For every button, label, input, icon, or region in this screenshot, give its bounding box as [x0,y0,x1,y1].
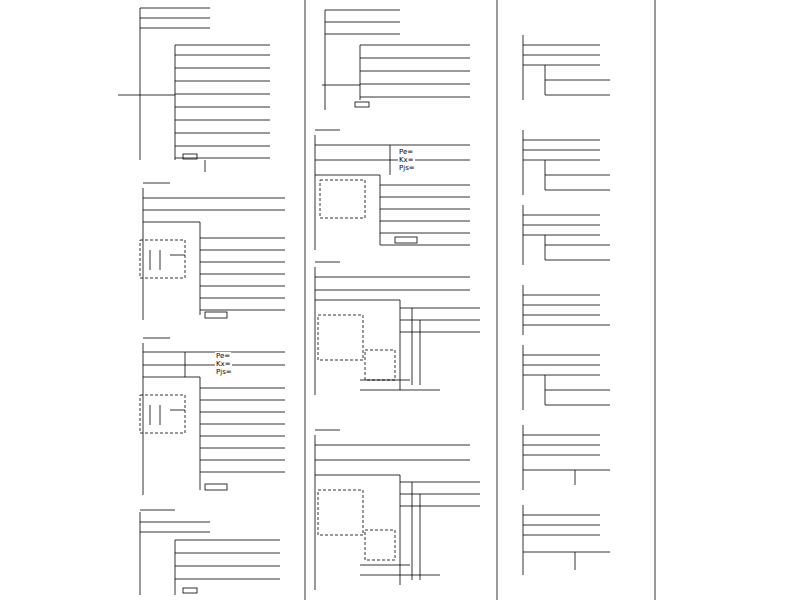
parameter-label: Pe= [398,148,414,156]
parameter-label: Pjs= [398,164,416,172]
parameter-label: Kx= [215,360,232,368]
parameter-label: Kx= [398,156,415,164]
parameter-label: Pe= [215,352,231,360]
parameter-label: Pjs= [215,368,233,376]
